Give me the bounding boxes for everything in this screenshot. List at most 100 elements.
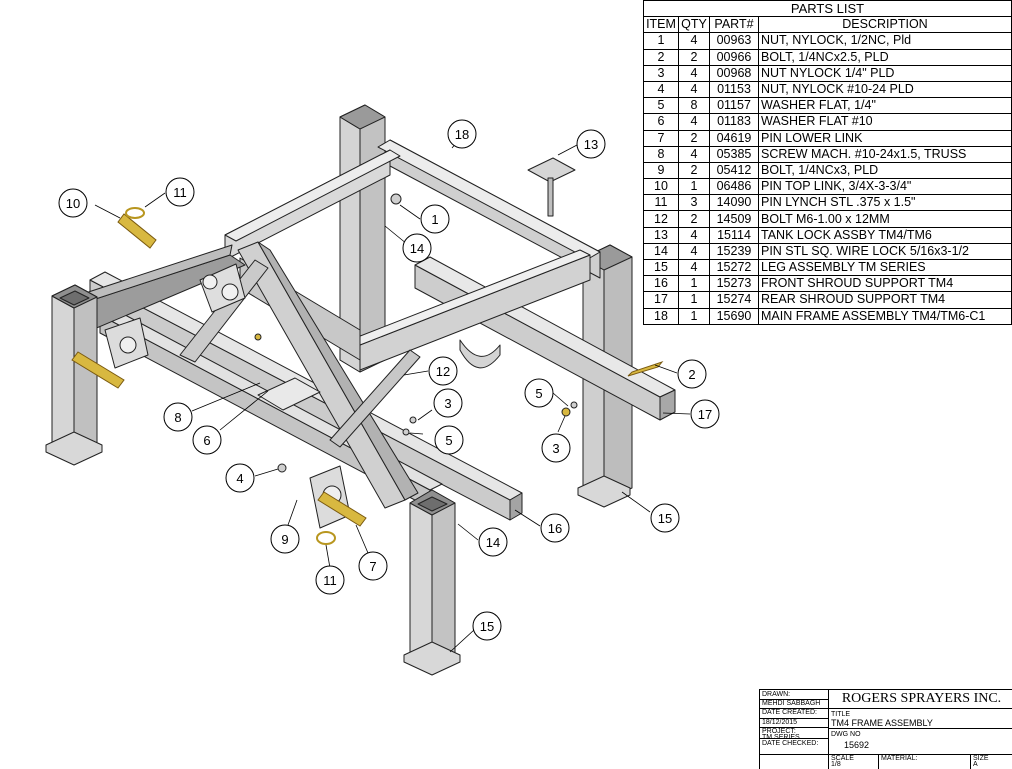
- callout-2: 2: [677, 359, 707, 389]
- qty-cell: 1: [678, 307, 710, 325]
- description-cell: PIN LYNCH STL .375 x 1.5": [758, 194, 1012, 212]
- part-number-cell: 14090: [709, 194, 759, 212]
- description-cell: NUT, NYLOCK #10-24 PLD: [758, 80, 1012, 99]
- item-cell: 15: [643, 258, 679, 277]
- item-cell: 17: [643, 291, 679, 309]
- item-cell: 3: [643, 64, 679, 82]
- callout-10: 10: [58, 188, 88, 218]
- callout-11-top: 11: [165, 177, 195, 207]
- nut-3: [409, 416, 417, 424]
- description-cell: PIN STL SQ. WIRE LOCK 5/16x3-1/2: [758, 242, 1012, 261]
- leg-foot-front-center: [403, 641, 461, 676]
- date-created-label: DATE CREATED:: [762, 709, 817, 716]
- callout-14-bottom: 14: [478, 527, 508, 557]
- size-label: SIZE: [973, 755, 989, 762]
- washer-5-right: [570, 401, 578, 409]
- lynch-pin-bottom: [316, 531, 336, 545]
- qty-cell: 4: [678, 145, 710, 163]
- callout-18: 18: [447, 119, 477, 149]
- item-cell: 7: [643, 129, 679, 147]
- svg-text:3: 3: [552, 441, 559, 456]
- callout-14-top: 14: [402, 233, 432, 263]
- tank-lock: [527, 157, 576, 183]
- description-cell: WASHER FLAT, 1/4": [758, 97, 1012, 115]
- description-cell: WASHER FLAT #10: [758, 113, 1012, 131]
- part-number-cell: 05385: [709, 145, 759, 163]
- pin-top-link: [117, 213, 157, 249]
- svg-text:3: 3: [444, 396, 451, 411]
- callout-15-right: 15: [650, 503, 680, 533]
- description-cell: PIN TOP LINK, 3/4X-3-3/4": [758, 178, 1012, 196]
- date-created-value: 18/12/2015: [762, 719, 798, 726]
- project-value: TM SERIES: [762, 734, 800, 741]
- item-cell: 4: [643, 80, 679, 99]
- column-header-qty: QTY: [678, 16, 710, 34]
- part-number-cell: 15274: [709, 291, 759, 309]
- svg-text:6: 6: [203, 433, 210, 448]
- callout-5-center: 5: [434, 425, 464, 455]
- part-number-cell: 15272: [709, 258, 759, 277]
- svg-text:17: 17: [698, 407, 712, 422]
- qty-cell: 4: [678, 226, 710, 244]
- nut-3-right: [561, 407, 571, 417]
- description-cell: PIN LOWER LINK: [758, 129, 1012, 147]
- part-number-cell: 01153: [709, 80, 759, 99]
- qty-cell: 1: [678, 291, 710, 309]
- svg-text:15: 15: [480, 619, 494, 634]
- qty-cell: 4: [678, 113, 710, 131]
- x-brace: [329, 349, 421, 448]
- hardware: [254, 193, 578, 473]
- callout-3-center: 3: [433, 388, 463, 418]
- qty-cell: 2: [678, 129, 710, 147]
- svg-text:8: 8: [174, 410, 181, 425]
- nut-1: [390, 193, 402, 205]
- qty-cell: 2: [678, 161, 710, 180]
- brass-pins: [71, 207, 664, 545]
- callout-8: 8: [163, 402, 193, 432]
- size-value: A: [973, 761, 978, 768]
- callout-11-bottom: 11: [315, 565, 345, 595]
- pin-lower-link-right: [317, 491, 367, 527]
- column-header-description: DESCRIPTION: [758, 16, 1012, 34]
- svg-text:13: 13: [584, 137, 598, 152]
- callouts: 18 13 10 11 1 14 2 12 17 5 3 8 6 3 5 3 4…: [58, 119, 720, 641]
- column-header-part: PART#: [709, 16, 759, 34]
- callout-7: 7: [358, 551, 388, 581]
- description-cell: NUT, NYLOCK, 1/2NC, Pld: [758, 32, 1012, 50]
- part-number-cell: 15114: [709, 226, 759, 244]
- svg-text:2: 2: [688, 367, 695, 382]
- shroud-clamp: [459, 339, 501, 369]
- qty-cell: 1: [678, 178, 710, 196]
- part-number-cell: 00963: [709, 32, 759, 50]
- description-cell: REAR SHROUD SUPPORT TM4: [758, 291, 1012, 309]
- callout-15-bottom: 15: [472, 611, 502, 641]
- item-cell: 10: [643, 178, 679, 196]
- part-number-cell: 04619: [709, 129, 759, 147]
- pin-lower-link-left: [71, 351, 125, 389]
- scale-value: 1/8: [831, 761, 841, 768]
- item-cell: 2: [643, 48, 679, 66]
- bolt-right: [627, 360, 664, 377]
- description-cell: BOLT M6-1.00 x 12MM: [758, 210, 1012, 228]
- qty-cell: 4: [678, 242, 710, 261]
- leg-foot-front-left: [45, 431, 103, 466]
- description-cell: BOLT, 1/4NCx2.5, PLD: [758, 48, 1012, 66]
- callout-12: 12: [428, 356, 458, 386]
- part-number-cell: 01183: [709, 113, 759, 131]
- dwg-no-value: 15692: [844, 740, 870, 750]
- qty-cell: 4: [678, 32, 710, 50]
- svg-text:15: 15: [658, 511, 672, 526]
- qty-cell: 2: [678, 48, 710, 66]
